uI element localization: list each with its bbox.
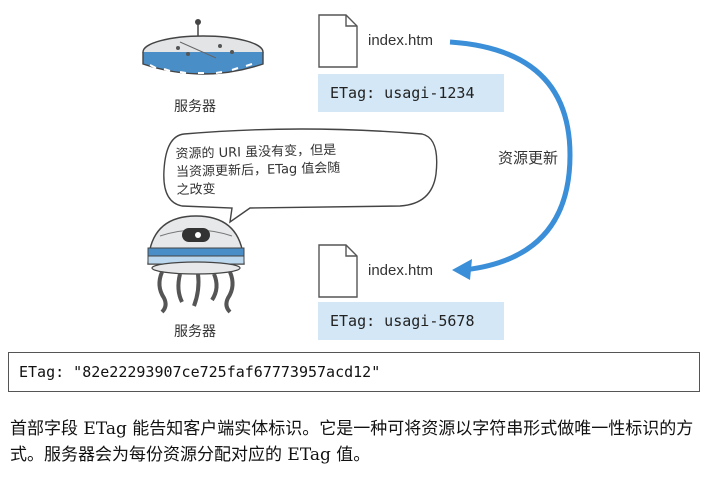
server-robot-icon — [147, 215, 245, 314]
speech-bubble — [163, 128, 438, 224]
server-label-top: 服务器 — [174, 99, 216, 115]
bottom-etag-box: ETag: usagi-5678 — [318, 302, 504, 340]
bottom-file-name: index.htm — [368, 262, 434, 279]
curved-arrow-icon — [449, 39, 573, 280]
etag-diagram: 服务器 index.htm ETag: usagi-1234 资源更新 资源的 … — [142, 14, 573, 340]
description-paragraph: 首部字段 ETag 能告知客户端实体标识。它是一种可将资源以字符串形式做唯一性标… — [10, 419, 694, 465]
update-label: 资源更新 — [498, 149, 559, 167]
top-etag-box: ETag: usagi-1234 — [318, 74, 504, 112]
top-file-name: index.htm — [368, 32, 434, 49]
file-icon — [318, 14, 358, 68]
file-icon — [318, 244, 358, 298]
server-label-bottom: 服务器 — [174, 324, 216, 340]
server-disk-icon — [142, 19, 264, 75]
speech-bubble-text: 资源的 URI 虽没有变，但是 当资源更新后，ETag 值会随 之改变 — [175, 140, 416, 200]
etag-header-example: ETag: "82e22293907ce725faf67773957acd12" — [8, 352, 700, 392]
